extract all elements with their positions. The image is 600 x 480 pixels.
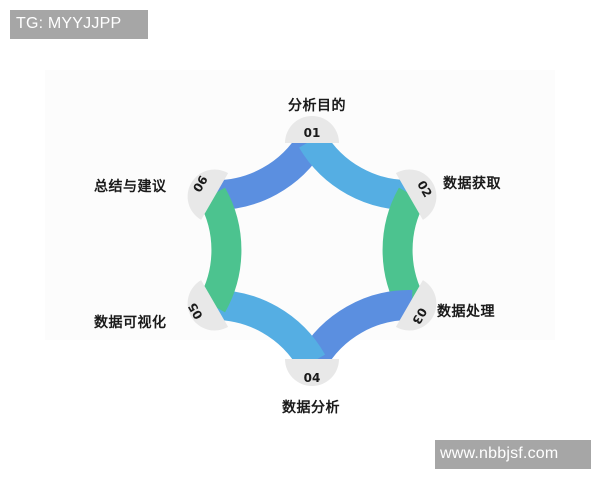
- arc-04-05: [211, 289, 326, 370]
- step-number-04: 04: [304, 371, 321, 385]
- step-label-06: 总结与建议: [94, 179, 167, 195]
- arc-03-04: [298, 289, 413, 370]
- step-label-04: 数据分析: [282, 400, 340, 416]
- tab-04: [285, 359, 339, 386]
- diagram-background-panel: [45, 70, 555, 340]
- tab-02: [395, 169, 437, 220]
- step-label-05: 数据可视化: [94, 315, 167, 331]
- step-number-01: 01: [304, 126, 321, 140]
- tab-03: [395, 280, 437, 331]
- tab-01: [285, 116, 339, 143]
- tab-06: [187, 169, 229, 220]
- arc-06-01: [211, 131, 325, 211]
- arc-05-06: [198, 187, 242, 313]
- arc-02-03: [382, 187, 426, 313]
- step-label-02: 数据获取: [443, 176, 501, 192]
- arc-01-02: [299, 131, 413, 211]
- step-label-01: 分析目的: [288, 98, 346, 114]
- watermark-top-left: TG: MYYJJPP: [10, 10, 148, 39]
- watermark-bottom-right: www.nbbjsf.com: [435, 440, 591, 469]
- tab-05: [187, 280, 229, 331]
- step-label-03: 数据处理: [437, 304, 495, 320]
